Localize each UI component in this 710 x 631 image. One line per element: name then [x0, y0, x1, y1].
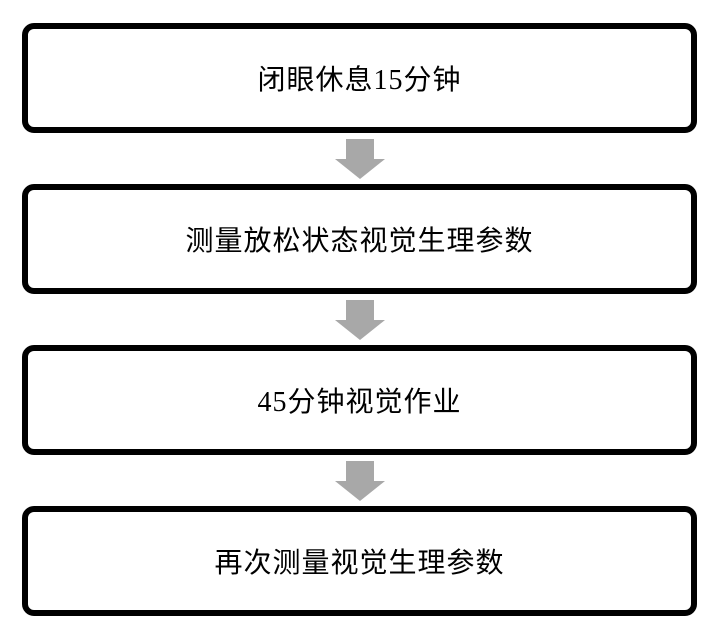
arrow-gap-1 [334, 133, 385, 184]
arrow-gap-2 [334, 294, 385, 345]
flow-step-3-label: 45分钟视觉作业 [257, 387, 462, 418]
flow-step-2-box: 测量放松状态视觉生理参数 [22, 184, 697, 294]
flow-step-4-label: 再次测量视觉生理参数 [214, 548, 505, 579]
arrow-gap-3 [334, 455, 385, 506]
flow-step-1-label: 闭眼休息15分钟 [257, 65, 462, 96]
flow-step-1-box: 闭眼休息15分钟 [22, 23, 697, 133]
down-arrow-icon [334, 138, 385, 179]
down-arrow-icon [334, 299, 385, 340]
flowchart: 闭眼休息15分钟 测量放松状态视觉生理参数 45分钟视觉作业 再次测量视觉生理参… [22, 23, 697, 616]
flow-step-2-label: 测量放松状态视觉生理参数 [185, 226, 534, 257]
flow-step-4-box: 再次测量视觉生理参数 [22, 506, 697, 616]
down-arrow-icon [334, 460, 385, 501]
flow-step-3-box: 45分钟视觉作业 [22, 345, 697, 455]
